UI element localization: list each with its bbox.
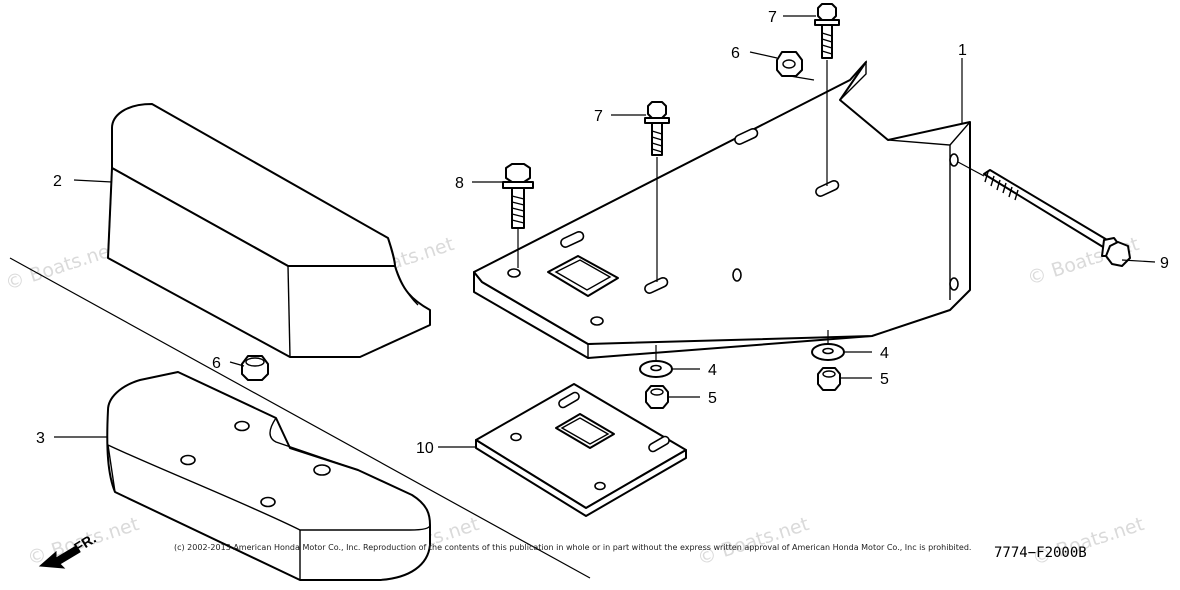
bracket-hole [949, 153, 959, 167]
cover-hole [234, 420, 250, 432]
callout-10: 10 [416, 440, 434, 457]
cover-hole [260, 496, 276, 508]
bracket-slot [815, 179, 840, 197]
bracket-hole [949, 277, 959, 291]
cover-hole [313, 464, 331, 476]
callout-9: 9 [1160, 255, 1169, 272]
part-3-cover [106, 371, 431, 581]
callout-6: 6 [731, 45, 740, 62]
callout-3: 3 [36, 430, 45, 447]
front-arrow-icon [38, 545, 81, 569]
part-10-plate [475, 383, 687, 517]
copyright-notice: (c) 2002-2013 American Honda Motor Co., … [174, 543, 971, 552]
callout-7: 7 [594, 108, 603, 125]
part-5-nut [645, 385, 669, 409]
callout-2: 2 [53, 173, 62, 190]
bracket-hole [507, 268, 521, 278]
part-1-bracket [473, 60, 971, 359]
reference-line [9, 257, 591, 579]
bracket-hole [590, 316, 604, 326]
part-4-washer [811, 343, 845, 361]
part-7-bolt [644, 101, 670, 156]
watermark: © Boats.net [1030, 513, 1147, 570]
part-9-bolt [983, 169, 1131, 267]
callout-7: 7 [768, 9, 777, 26]
callout-8: 8 [455, 175, 464, 192]
bracket-hole [732, 268, 742, 282]
part-7-bolt [814, 3, 840, 59]
part-6-nut [241, 355, 269, 381]
part-8-bolt [502, 163, 534, 229]
bracket-slot [644, 276, 669, 294]
callout-6: 6 [212, 355, 221, 372]
callout-1: 1 [958, 42, 967, 59]
leader-lines [54, 15, 1156, 448]
callouts: 1 2 3 6 6 7 7 8 9 10 4 5 4 5 [36, 9, 1169, 457]
figure-code: 7774−F2000B [994, 545, 1087, 561]
part-2-cover [107, 103, 431, 358]
bracket-slot [560, 230, 585, 248]
cover-hole [180, 454, 196, 466]
callout-5: 5 [708, 390, 717, 407]
part-6-nut [776, 51, 803, 77]
part-5-nut [817, 367, 841, 391]
part-4-washer [639, 360, 673, 378]
bracket-slot [734, 127, 759, 145]
callout-4: 4 [880, 345, 889, 362]
watermark: © Boats.net [695, 513, 812, 570]
callout-5: 5 [880, 371, 889, 388]
callout-4: 4 [708, 362, 717, 379]
